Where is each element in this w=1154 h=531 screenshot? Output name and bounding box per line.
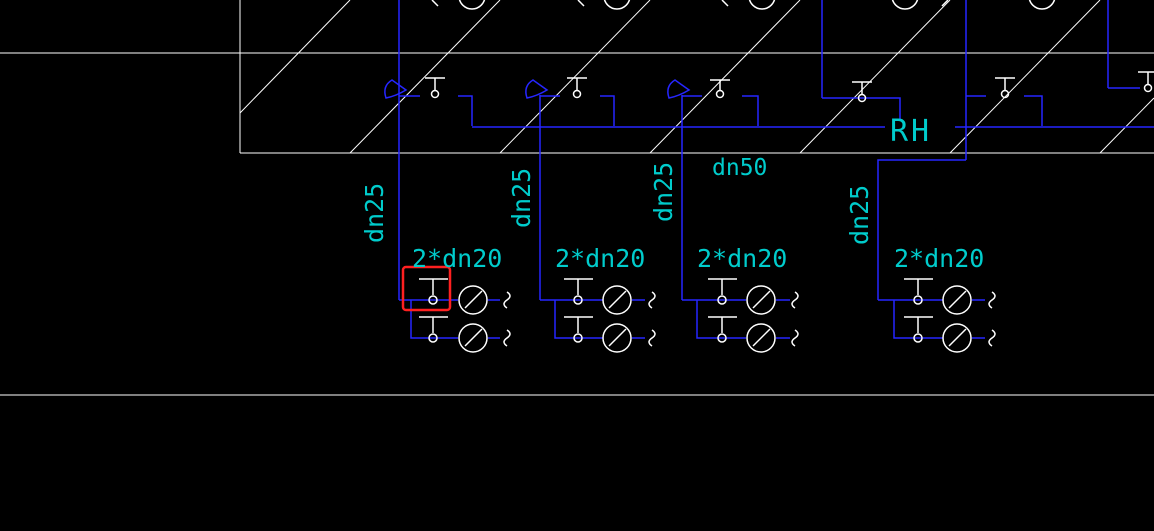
gate-valves bbox=[384, 79, 691, 99]
valve-icon bbox=[995, 77, 1015, 99]
valve-icon bbox=[425, 77, 445, 99]
gauge-icon bbox=[458, 323, 488, 353]
frame bbox=[0, 0, 1154, 396]
end-cap-icon bbox=[988, 291, 996, 309]
fitting-count-label: 2*dn20 bbox=[697, 244, 787, 273]
fixture-groups bbox=[419, 278, 996, 353]
gauge-icon bbox=[942, 285, 972, 315]
branch-size-label: dn25 bbox=[845, 185, 874, 245]
gauge-icon bbox=[891, 0, 919, 10]
gauge-icon bbox=[458, 285, 488, 315]
fixture-group-1 bbox=[419, 278, 511, 353]
valve-icon bbox=[710, 79, 730, 99]
end-cap-icon bbox=[791, 291, 799, 309]
gate-valve-icon bbox=[525, 79, 549, 99]
valve-icon bbox=[852, 81, 872, 103]
branch-size-label: dn25 bbox=[507, 168, 536, 228]
valve-icon bbox=[564, 316, 593, 343]
end-cap-icon bbox=[648, 329, 656, 347]
fitting-count-label: 2*dn20 bbox=[555, 244, 645, 273]
pipe-network bbox=[398, 0, 1154, 339]
end-cap-icon bbox=[503, 329, 511, 347]
valve-icon bbox=[904, 278, 933, 305]
valve-icon bbox=[567, 77, 587, 99]
gate-valve-icon bbox=[667, 79, 691, 99]
valve-icon bbox=[564, 278, 593, 305]
branch-size-label: dn25 bbox=[360, 183, 389, 243]
valve-icon bbox=[708, 278, 737, 305]
gauge-icon bbox=[603, 0, 631, 10]
end-cap-icon bbox=[791, 329, 799, 347]
valve-icon bbox=[419, 278, 448, 305]
fixture-group-3 bbox=[708, 278, 799, 353]
gauge-icon bbox=[746, 323, 776, 353]
end-cap-icon bbox=[503, 291, 511, 309]
valve-icon bbox=[904, 316, 933, 343]
branch-size-label: dn25 bbox=[649, 162, 678, 222]
selection-highlight[interactable] bbox=[401, 265, 452, 312]
fitting-count-label: 2*dn20 bbox=[412, 244, 502, 273]
gate-valve-icon bbox=[384, 79, 408, 99]
gauge-icon bbox=[602, 285, 632, 315]
riser-label: RH bbox=[890, 114, 932, 149]
valve-icon bbox=[1138, 71, 1154, 93]
end-cap-icon bbox=[988, 329, 996, 347]
gauge-icon bbox=[748, 0, 776, 10]
frame-valves bbox=[425, 71, 1154, 103]
hatching bbox=[239, 0, 1154, 154]
gauge-icon bbox=[746, 285, 776, 315]
gauge-icon bbox=[458, 0, 486, 10]
main-pipe-size-label: dn50 bbox=[712, 155, 767, 181]
annotations: RH dn50 dn25 dn25 dn25 dn25 2*dn20 2*dn2… bbox=[360, 114, 984, 273]
fitting-count-label: 2*dn20 bbox=[894, 244, 984, 273]
valve-icon bbox=[419, 316, 448, 343]
end-cap-icon bbox=[648, 291, 656, 309]
fixture-group-2 bbox=[564, 278, 656, 353]
upper-fixtures bbox=[431, 0, 1056, 10]
fixture-group-4 bbox=[904, 278, 996, 353]
gauge-icon bbox=[942, 323, 972, 353]
valve-icon bbox=[708, 316, 737, 343]
gauge-icon bbox=[1028, 0, 1056, 10]
gauge-icon bbox=[602, 323, 632, 353]
